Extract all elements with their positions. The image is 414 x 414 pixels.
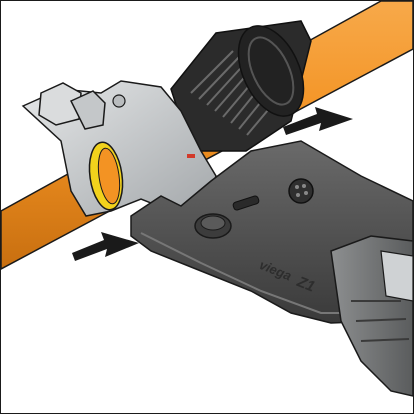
tool-grip	[330, 235, 413, 397]
pipe-fitting	[21, 80, 217, 217]
corrugated-insulation	[170, 20, 312, 152]
press-arrow-left-icon	[72, 232, 139, 261]
press-arrow-top-icon	[283, 107, 353, 135]
tool-model-text: Z1	[294, 273, 318, 296]
